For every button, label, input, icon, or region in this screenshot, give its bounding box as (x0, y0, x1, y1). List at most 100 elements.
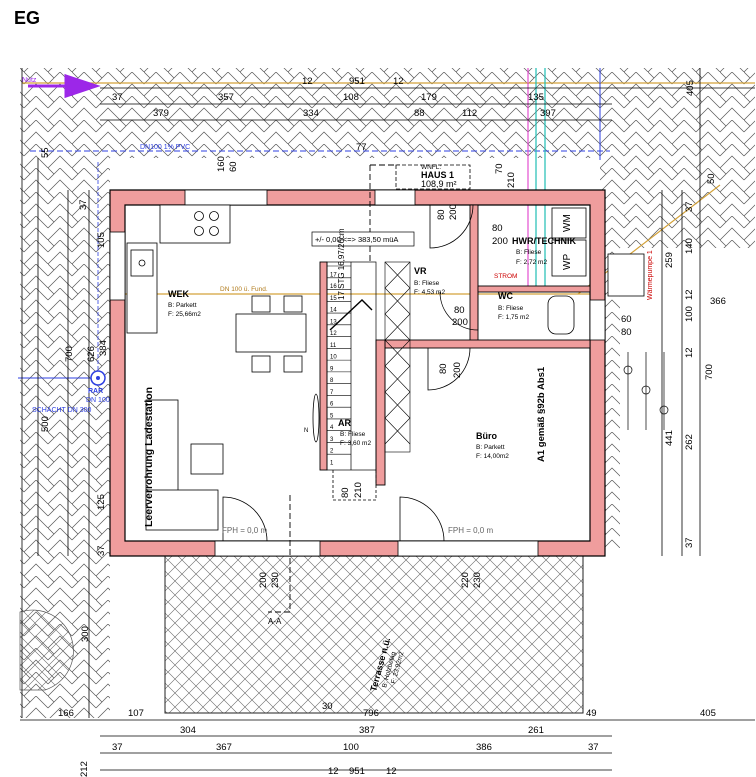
dim-right-9: 700 (704, 364, 715, 380)
cabinet-hatch (384, 261, 411, 445)
bike-wheel (641, 385, 651, 395)
strom-note: STROM (494, 273, 517, 280)
room-name-wek: WEK (168, 289, 189, 299)
dim-right-2: 37 (684, 201, 695, 212)
dim-open-20: 30 (322, 701, 333, 712)
exterior-wall (109, 189, 606, 557)
chair (283, 295, 303, 313)
stair-step-number: 15 (330, 296, 337, 302)
stairs-label: 17 STG 16,97/26cm (337, 228, 346, 300)
window-north-2 (374, 189, 416, 206)
dim-open-1: 60 (228, 161, 239, 172)
chair (251, 355, 271, 373)
room-area-wek: F: 25,66m2 (168, 311, 201, 318)
dim-open-13: 80 (621, 327, 632, 338)
dim-left-8: 37 (96, 545, 107, 556)
plant-area (19, 609, 74, 691)
room-area-ar: F: 3,60 m2 (340, 440, 371, 447)
heat-pump-outdoor (607, 253, 645, 297)
dim-right-11: 262 (684, 434, 695, 450)
dim-right-10: 441 (664, 430, 675, 446)
wall-hwr-west (469, 204, 479, 346)
dim-right-7: 366 (710, 296, 726, 307)
hob-burner (209, 226, 219, 236)
dim-right-6: 100 (684, 306, 695, 322)
dim-open-6: 80 (492, 223, 503, 234)
dim-open-10: 80 (438, 363, 449, 374)
room-floor-buero: B: Parkett (476, 444, 505, 451)
stair-step-number: 14 (330, 308, 337, 314)
dim-right-5: 12 (684, 289, 695, 300)
section-line (268, 164, 400, 613)
stair-step-number: 3 (330, 437, 334, 443)
stair-step-number: 12 (330, 331, 337, 337)
doors (222, 204, 479, 542)
dim-bottom3-1: 367 (216, 742, 232, 753)
terrace-area (164, 554, 584, 714)
haus-box (395, 164, 471, 190)
bike-wheel (623, 365, 633, 375)
door-swing-terrace-2 (399, 496, 445, 542)
dim-bottom1-3: 49 (586, 708, 597, 719)
wp-label: WP (562, 254, 573, 270)
dim-top2-0: 37 (112, 92, 123, 103)
bike-rack (623, 352, 669, 430)
wall-stair-west (319, 261, 328, 471)
rar-label: RAR (88, 388, 103, 395)
dim-bottom2-0: 304 (180, 725, 196, 736)
kitchen (126, 204, 320, 531)
stair-step-number: 13 (330, 319, 337, 325)
level-label: +/- 0,00 <=> 383,50 müA (315, 235, 398, 244)
bike-frames (627, 352, 665, 430)
sink-drain (138, 259, 146, 267)
room-name-hwr: HWR/TECHNIK (512, 236, 576, 246)
fph-label-2: FPH = 0,0 m (448, 526, 493, 535)
sofa-seat (145, 489, 219, 531)
stair-step-number: 8 (330, 378, 334, 384)
hob-burner (194, 211, 204, 221)
room-name-wc: WC (498, 291, 513, 301)
stair-run (326, 261, 377, 471)
staircase (326, 261, 377, 471)
level-box (311, 231, 415, 247)
dim-bottom4-1: 951 (349, 766, 365, 777)
dim-top3-0: 379 (153, 108, 169, 119)
dim-left-9: 300 (80, 626, 91, 642)
dim-top-12a: 12 (302, 76, 313, 87)
stair-step-number: 6 (330, 402, 334, 408)
paving-top (20, 68, 755, 158)
stair-arrow (329, 299, 373, 331)
dim-left-3: 700 (64, 346, 75, 362)
washing-machine (551, 207, 587, 239)
chair (251, 295, 271, 313)
dim-open-0: 160 (216, 156, 227, 172)
dim-open-9: 200 (452, 317, 468, 328)
haus-label: HAUS 1 (421, 170, 454, 180)
dim-bottom3-3: 386 (476, 742, 492, 753)
room-floor-vr: B: Fliese (414, 280, 440, 287)
room-area-wc: F: 1,75 m2 (498, 314, 529, 321)
window-west-1 (109, 231, 126, 301)
dim-right-12: 37 (684, 537, 695, 548)
stair-step-number: 16 (330, 284, 337, 290)
dim-right-8: 12 (684, 347, 695, 358)
a1-label: A1 gemäß §92b Abs1 (536, 366, 547, 462)
toilet (547, 295, 575, 335)
bike-wheel (659, 405, 669, 415)
window-east-1 (589, 299, 606, 341)
room-name-vr: VR (414, 266, 427, 276)
stair-step-number: 4 (330, 425, 334, 431)
dim-open-2: 70 (494, 163, 505, 174)
room-floor-wek: B: Parkett (168, 302, 197, 309)
room-area-hwr: F: 2,72 m2 (516, 259, 547, 266)
dim-top2-3: 179 (421, 92, 437, 103)
coffee-table (190, 443, 224, 475)
dim-bottom1-1: 107 (128, 708, 144, 719)
wall-stair-east (375, 339, 386, 486)
leerverrohrung-label: Leerverrohrung Ladestation (143, 387, 155, 527)
door-ar (332, 470, 377, 501)
dimension-texts: 951 12 12 37 357 108 179 135 379 334 88 … (40, 76, 726, 777)
paving-right-top (600, 158, 755, 248)
dim-open-5: 200 (448, 204, 459, 220)
